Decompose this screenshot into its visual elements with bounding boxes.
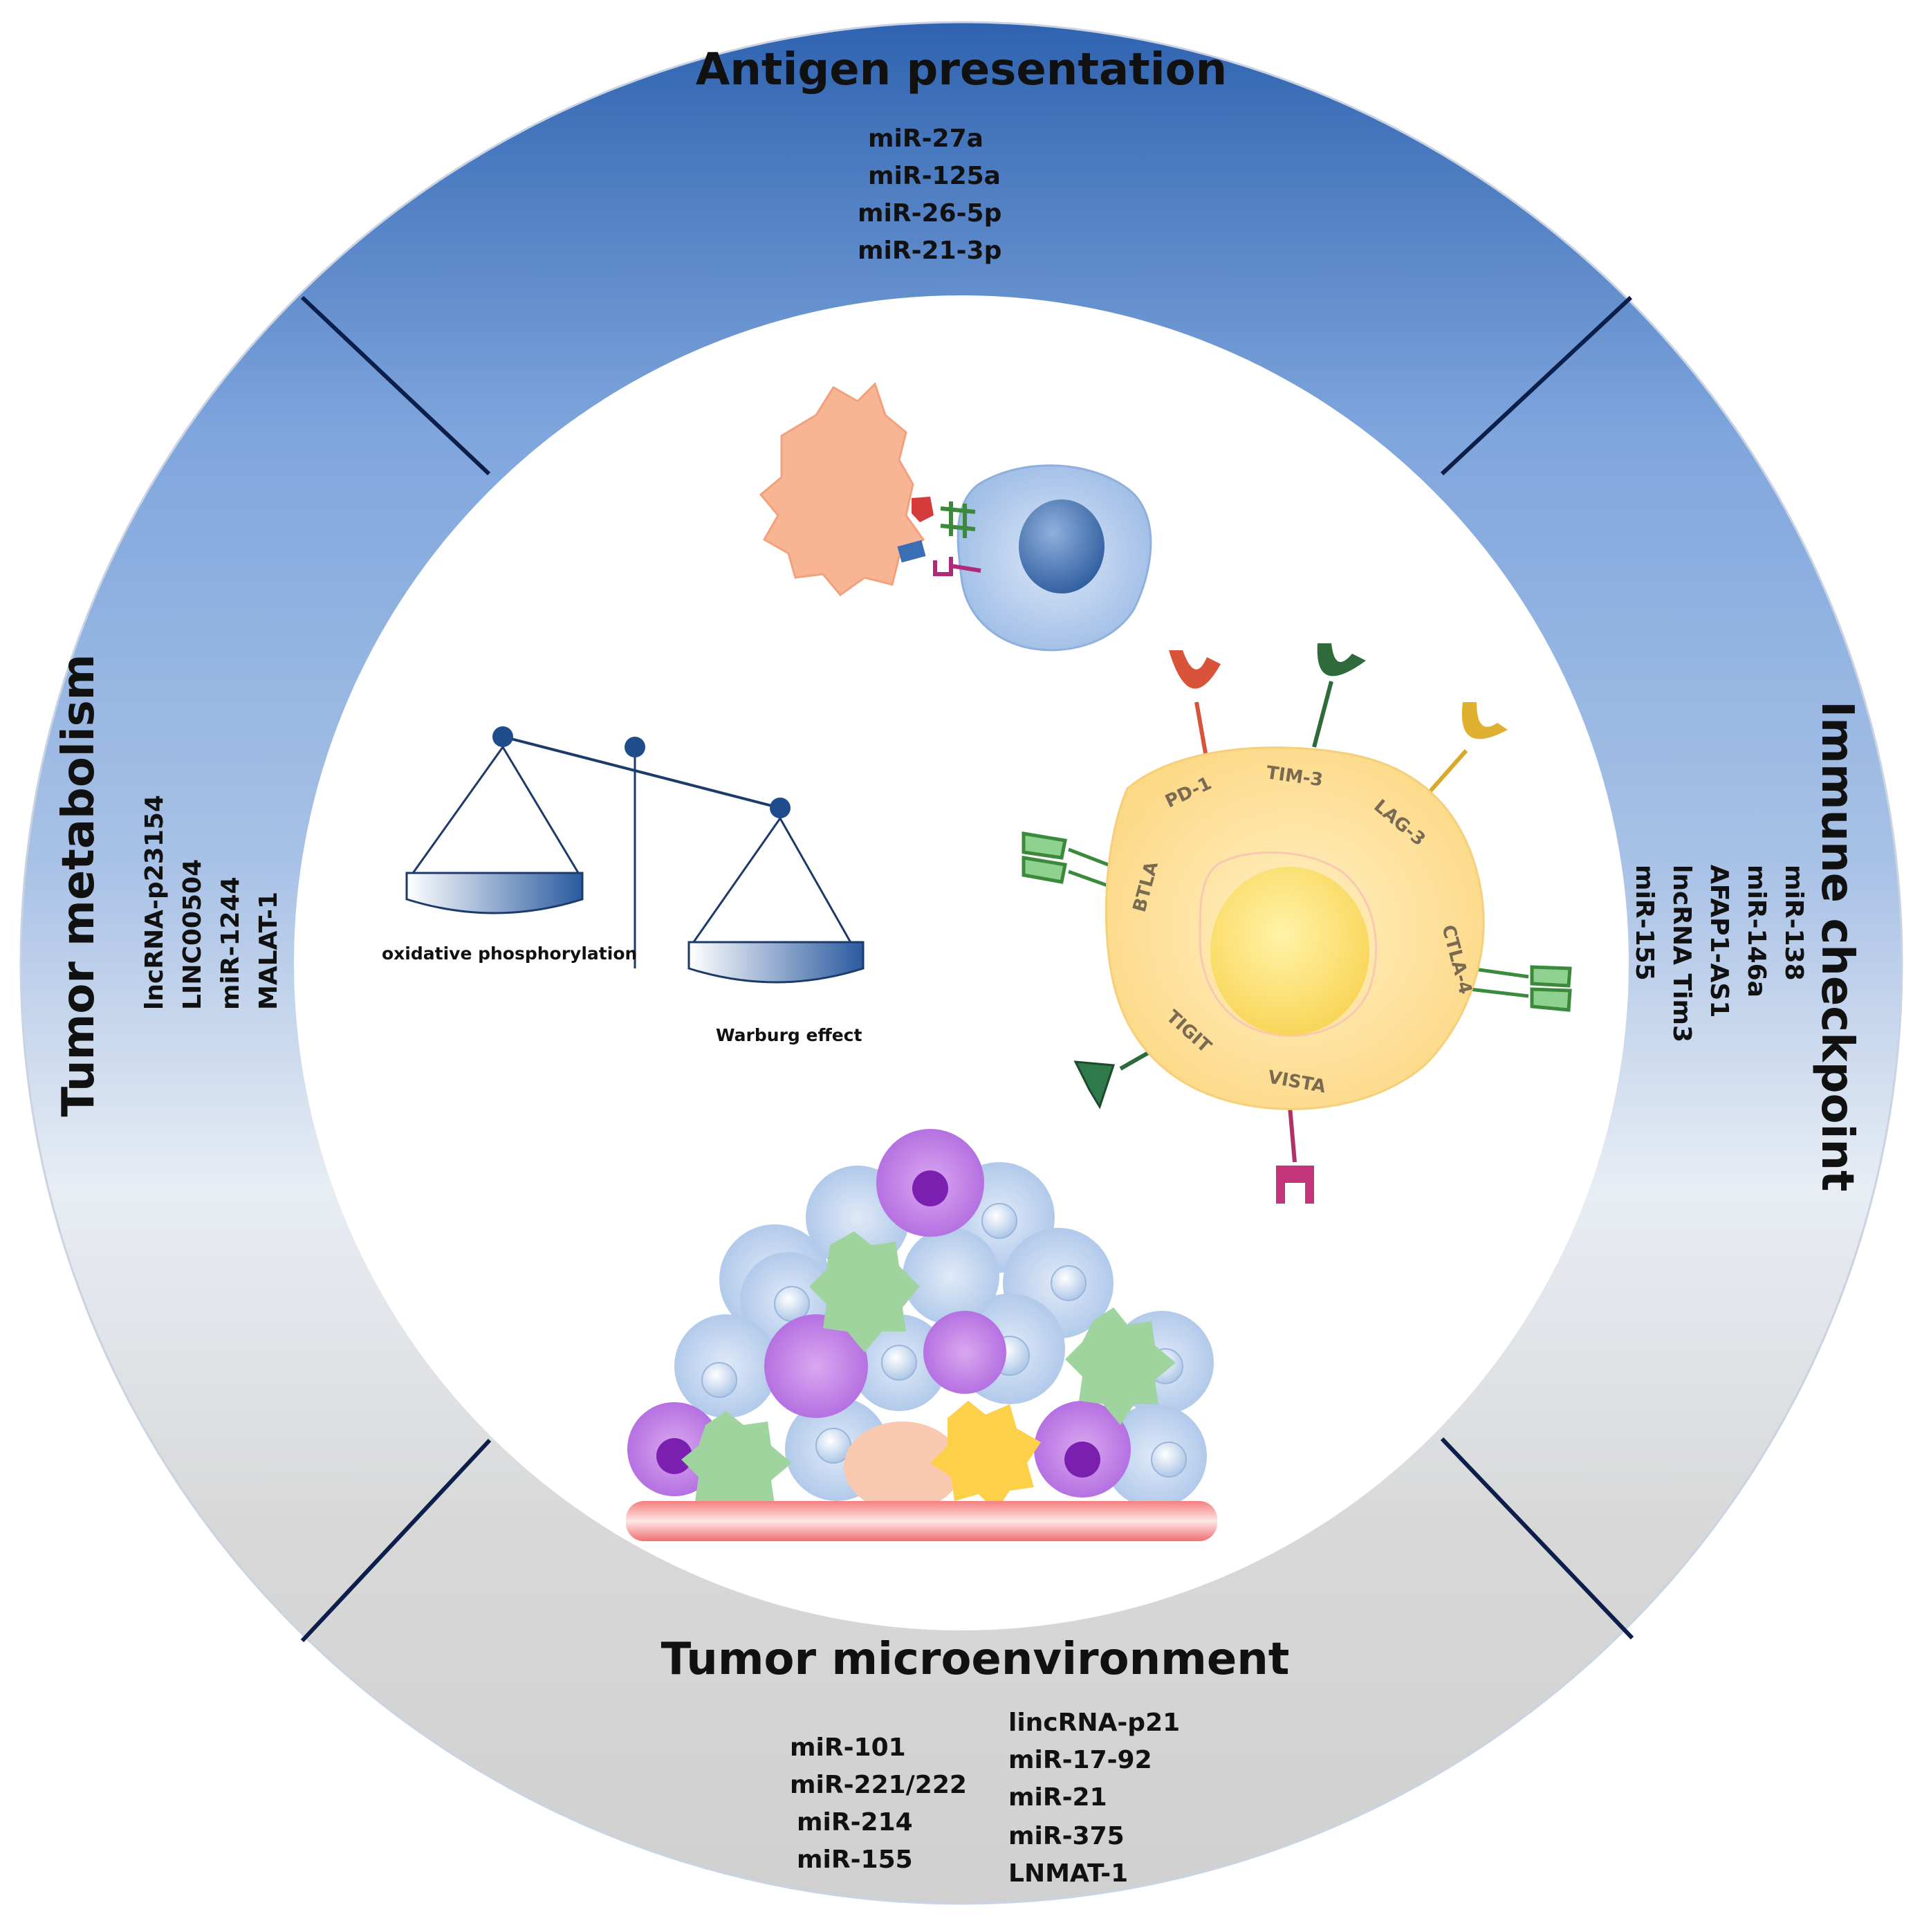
tcr-magenta-icon — [933, 557, 981, 576]
list-item: miR-21 — [1008, 1783, 1107, 1812]
scale-left-pan — [405, 872, 584, 914]
tcr-green-icon — [940, 502, 976, 538]
immune-checkpoint-title: Immune checkpoint — [1811, 701, 1863, 1191]
t-cell-nucleus — [1210, 867, 1369, 1036]
list-item: miR-155 — [1630, 865, 1658, 981]
scale-pivot-icon — [625, 737, 645, 757]
list-item: lncRNA Tim3 — [1667, 865, 1696, 1042]
list-item: LNMAT-1 — [1008, 1859, 1128, 1888]
list-item: miR-101 — [790, 1733, 906, 1762]
tumor-microenvironment-illustration — [626, 1129, 1217, 1541]
scale-left-knob-icon — [492, 726, 513, 747]
scale-right-pan — [687, 941, 865, 984]
t-cell-inner-membrane — [1199, 851, 1378, 1037]
divider-bottom-right — [1440, 1437, 1634, 1640]
pd-1-receptor-icon — [1169, 650, 1221, 762]
antigen-presentation-title: Antigen presentation — [696, 44, 1227, 95]
divider-top-left — [300, 295, 491, 476]
ctla-4-receptor-icon — [1469, 965, 1572, 1012]
list-item: MALAT-1 — [255, 892, 283, 1010]
divider-top-right — [1440, 295, 1633, 476]
list-item: miR-138 — [1780, 865, 1808, 981]
yellow-cell — [930, 1401, 1041, 1511]
list-item: lincRNA-p21 — [1008, 1709, 1180, 1737]
tim-3-receptor-icon — [1312, 643, 1366, 748]
list-item: miR-17-92 — [1008, 1746, 1152, 1774]
antigen-presentation-list: miR-27a miR-125a miR-26-5p miR-21-3p — [858, 125, 1001, 265]
blood-vessel — [626, 1501, 1217, 1541]
scale-beam — [502, 735, 781, 809]
list-item: miR-125a — [868, 162, 1001, 190]
lag-3-receptor-icon — [1421, 702, 1508, 800]
list-item: LINC00504 — [178, 859, 207, 1010]
divider-bottom-left — [300, 1438, 492, 1643]
mhc-red-icon — [912, 497, 934, 522]
list-item: lncRNA-p23154 — [140, 795, 169, 1010]
tumor-microenvironment-title: Tumor microenvironment — [661, 1634, 1290, 1685]
immune-checkpoint-list: miR-138 miR-146a AFAP1-AS1 lncRNA Tim3 m… — [1630, 865, 1808, 1042]
oxidative-phosphorylation-label: oxidative phosphorylation — [382, 944, 637, 964]
list-item: miR-155 — [797, 1846, 913, 1874]
tumor-microenvironment-list-right: lincRNA-p21 miR-17-92 miR-21 miR-375 LNM… — [1008, 1709, 1180, 1888]
outer-ring — [19, 21, 1903, 1905]
tumor-metabolism-list: lncRNA-p23154 LINC00504 miR-1244 MALAT-1 — [140, 795, 283, 1010]
list-item: miR-214 — [797, 1808, 913, 1837]
list-item: miR-27a — [868, 125, 983, 153]
tumor-microenvironment-list-left: miR-101 miR-221/222 miR-214 miR-155 — [790, 1733, 967, 1874]
mhc-blue-icon — [897, 540, 926, 563]
list-item: AFAP1-AS1 — [1705, 865, 1733, 1018]
list-item: miR-1244 — [216, 876, 245, 1010]
list-item: miR-375 — [1008, 1822, 1125, 1850]
metabolic-balance-scale: oxidative phosphorylation Warburg effect — [382, 726, 865, 1045]
list-item: miR-221/222 — [790, 1771, 967, 1799]
vista-receptor-icon — [1276, 1106, 1314, 1204]
scale-right-knob-icon — [770, 798, 791, 818]
t-lymphocyte-nucleus — [1019, 499, 1105, 594]
list-item: miR-26-5p — [858, 199, 1001, 228]
list-item: miR-146a — [1742, 865, 1771, 997]
ring-dividers — [300, 295, 1634, 1643]
peach-cell — [844, 1422, 961, 1511]
tumor-metabolism-title: Tumor metabolism — [53, 654, 104, 1117]
btla-receptor-icon — [1022, 831, 1118, 891]
antigen-presentation-illustration — [759, 382, 1152, 652]
green-cells — [681, 1231, 1176, 1522]
list-item: miR-21-3p — [858, 237, 1001, 265]
warburg-effect-label: Warburg effect — [716, 1025, 862, 1045]
apc-cell — [759, 382, 925, 597]
checkpoint-t-cell: PD-1 TIM-3 LAG-3 BTLA CTLA-4 TIGIT VISTA — [1022, 643, 1572, 1204]
